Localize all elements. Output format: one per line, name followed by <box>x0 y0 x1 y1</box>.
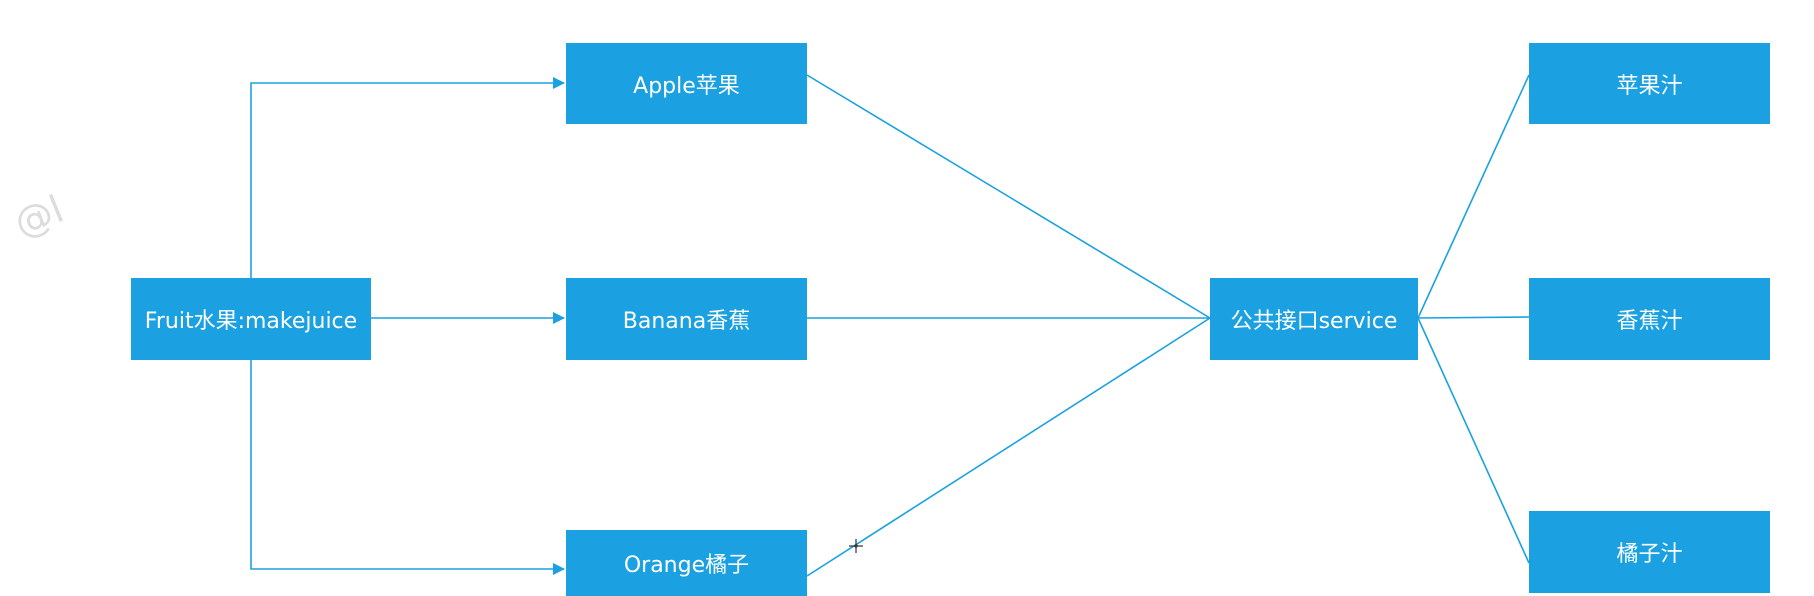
edge-fruit-orange <box>250 360 565 575</box>
edge-fruit-apple <box>250 77 565 278</box>
node-fruit-label: Fruit水果:makejuice <box>144 309 358 334</box>
edge-service-banana-juice <box>1417 316 1530 319</box>
crosshair-cursor-icon <box>849 539 863 553</box>
node-apple-juice-label: 苹果汁 <box>1616 73 1683 99</box>
node-orange-juice-label: 橘子汁 <box>1616 542 1683 567</box>
node-banana-juice[interactable]: 香蕉汁 <box>1529 278 1770 360</box>
node-banana-label: Banana香蕉 <box>622 309 751 334</box>
node-fruit[interactable]: Fruit水果:makejuice <box>131 278 371 360</box>
node-apple-juice[interactable]: 苹果汁 <box>1529 43 1770 124</box>
node-orange[interactable]: Orange橘子 <box>566 530 807 596</box>
node-orange-juice[interactable]: 橘子汁 <box>1529 511 1770 593</box>
node-service[interactable]: 公共接口service <box>1210 278 1418 360</box>
edge-orange-service <box>806 317 1211 577</box>
node-banana-juice-label: 香蕉汁 <box>1616 309 1683 334</box>
edge-service-orange-juice <box>1417 317 1530 564</box>
node-banana[interactable]: Banana香蕉 <box>566 278 807 360</box>
node-apple-label: Apple苹果 <box>633 73 740 99</box>
edge-apple-service <box>806 74 1211 319</box>
node-apple[interactable]: Apple苹果 <box>566 43 807 124</box>
node-orange-label: Orange橘子 <box>623 553 750 578</box>
edge-service-apple-juice <box>1417 74 1530 319</box>
node-service-label: 公共接口service <box>1230 309 1398 334</box>
